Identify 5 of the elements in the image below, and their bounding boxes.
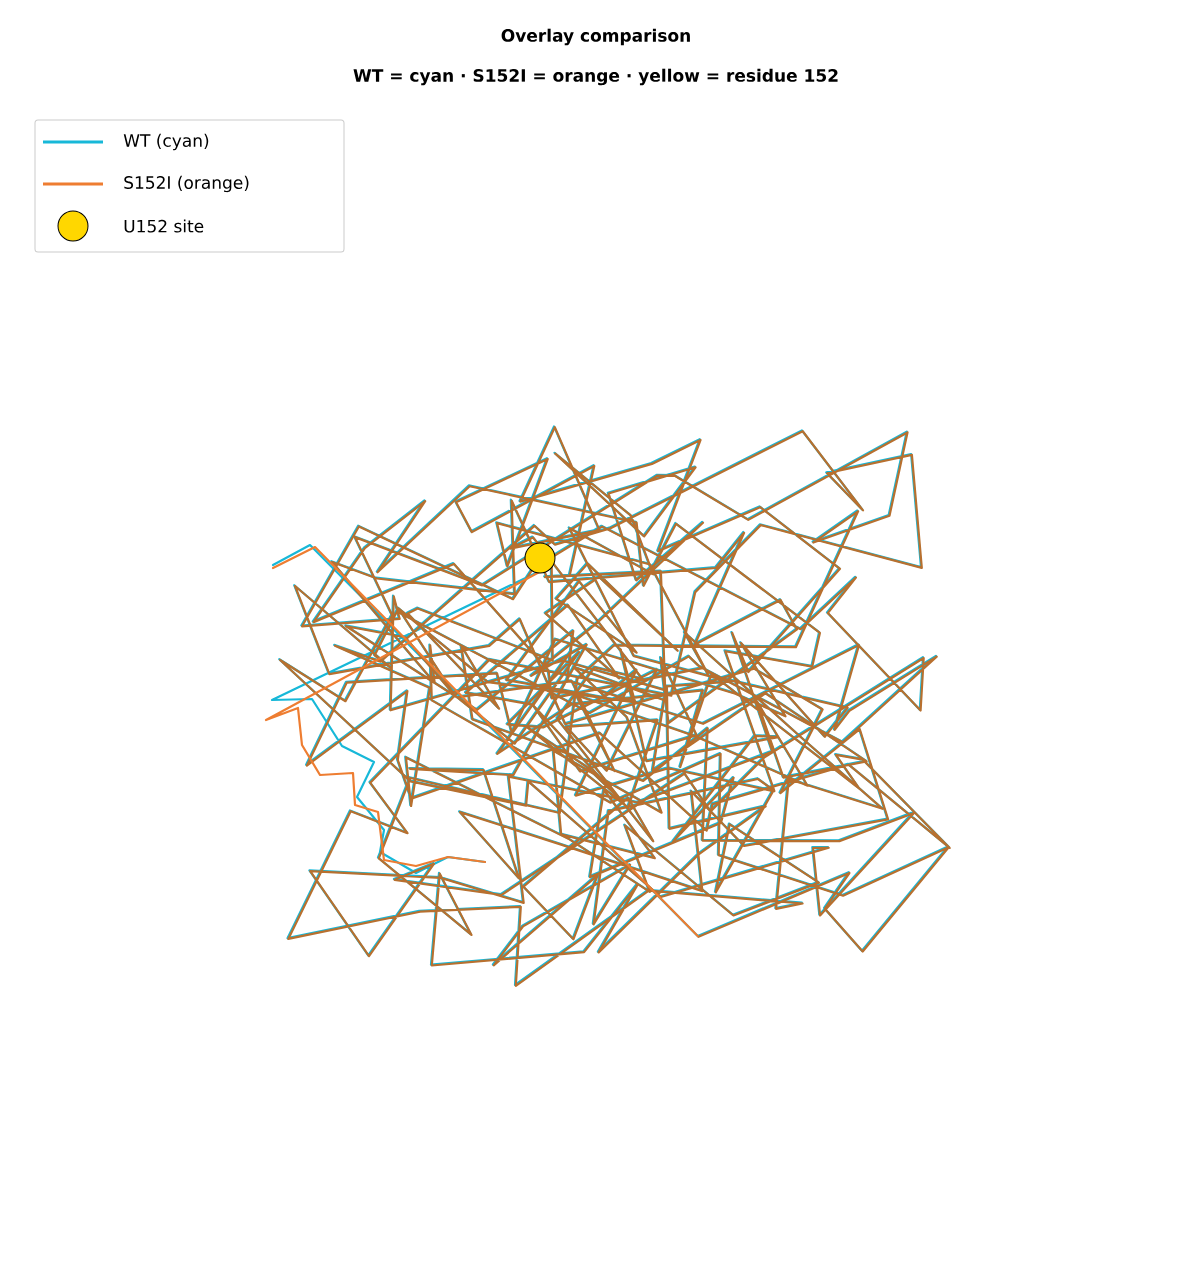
legend-label: S152I (orange) [124,175,249,193]
legend-label: WT (cyan) [123,133,209,151]
chart-title: Overlay comparison [501,28,690,46]
legend-label: U152 site [124,219,204,233]
chart-subtitle: WT = cyan · S152I = orange · yellow = residue 152 [353,68,838,86]
